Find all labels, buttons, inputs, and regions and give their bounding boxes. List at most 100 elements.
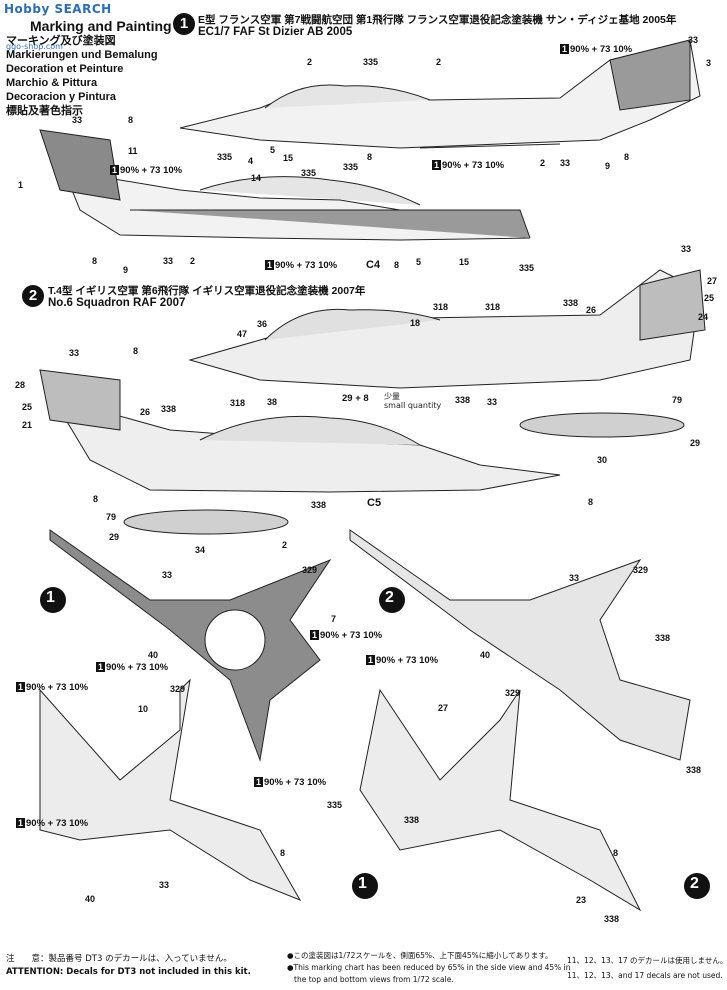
callout-39: 47 [237, 329, 248, 339]
callout-8-e: 8 [394, 260, 400, 270]
mix-callout-s2: 29 + 8 [342, 393, 369, 404]
callout-33-e: 33 [681, 244, 692, 254]
lang-fr: Decoration et Peinture [6, 63, 124, 75]
callout-33-a: 33 [688, 35, 699, 45]
callout-24-b: 26 [140, 407, 151, 417]
footer-decals-jp: 11、12、13、17 のデカールは使用しません。 [567, 956, 727, 965]
callout-329-a: 335 [363, 57, 379, 67]
section1-number-badge: 1 [173, 13, 195, 35]
page-title: Marking and Painting [30, 18, 172, 34]
callout-8-j: 8 [613, 848, 619, 858]
callout-138-c: 329 [170, 684, 186, 694]
callout-8-f: 8 [133, 346, 139, 356]
callout-10: 10 [138, 704, 149, 714]
footer-note-jp: 注 意：製品番号 DT3 のデカールは、入っていません。 [6, 954, 232, 964]
callout-33-h: 33 [162, 570, 173, 580]
callout-47-a: 40 [148, 650, 159, 660]
callout-33-b: 33 [72, 115, 83, 125]
section1-title-en: EC1/7 FAF St Dizier AB 2005 [198, 26, 353, 38]
callout-8-i: 8 [280, 848, 286, 858]
callout-79-b: 79 [106, 512, 117, 522]
callout-335-f: 338 [686, 765, 702, 775]
callout-33-f: 33 [69, 348, 80, 358]
lang-jp: マーキング及び塗装図 [6, 35, 116, 47]
callout-2-c: 2 [540, 158, 546, 168]
callout-2-a: 2 [307, 57, 313, 67]
section1-title-jp: E型 フランス空軍 第7戦闘航空団 第1飛行隊 フランス空軍退役記念塗装機 サン… [198, 14, 677, 26]
callout-22-b: 25 [22, 402, 33, 412]
callout-138-a: 329 [302, 565, 318, 575]
footer-scale-jp: ●この塗装図は1/72スケールを、側面65%、上下面45%に縮小してあります。 [287, 951, 553, 960]
callout-47-b: 40 [480, 650, 491, 660]
footer-scale-en-1: ●This marking chart has been reduced by … [287, 963, 571, 972]
lang-es: Decoracion y Pintura [6, 91, 117, 103]
callout-8-g: 8 [93, 494, 99, 504]
callout-329-d: 335 [301, 168, 317, 178]
callout-318-b: 318 [485, 302, 501, 312]
decal-tag-c5: C5 [367, 497, 382, 509]
callout-8-b: 8 [128, 115, 134, 125]
callout-32: 34 [195, 545, 206, 555]
callout-33-g: 33 [487, 397, 498, 407]
callout-2-b: 2 [436, 57, 442, 67]
callout-18: 18 [410, 318, 421, 328]
lang-zh: 標貼及著色指示 [6, 105, 83, 117]
callout-335-d: 338 [311, 500, 327, 510]
callout-329-e: 335 [519, 263, 535, 273]
section2-title-en: No.6 Squadron RAF 2007 [48, 297, 186, 309]
callout-5-b: 5 [416, 257, 422, 267]
callout-33-c: 33 [560, 158, 571, 168]
callout-2-d: 2 [190, 256, 196, 266]
footer-scale-en-2: the top and bottom views from 1/72 scale… [294, 975, 454, 984]
callout-28-b: 29 [109, 532, 120, 542]
callout-8-a: 8 [624, 152, 630, 162]
callout-47-c: 40 [85, 894, 96, 904]
callout-335-a: 338 [563, 298, 579, 308]
callout-28-a: 29 [690, 438, 701, 448]
callout-15-b: 15 [459, 257, 470, 267]
callout-20: 21 [22, 420, 33, 430]
callout-4: 4 [248, 156, 254, 166]
callout-79-a: 79 [672, 395, 683, 405]
section2-title-jp: T.4型 イギリス空軍 第6飛行隊 イギリス空軍退役記念塗装機 2007年 [48, 285, 366, 297]
mix-note-s2-jp: 少量 [384, 392, 400, 401]
topview-2-badge: 2 [385, 589, 394, 606]
callout-1: 1 [18, 180, 24, 190]
callout-5: 5 [270, 145, 276, 155]
callout-9-a: 9 [605, 161, 611, 171]
callout-338-a: 335 [327, 800, 343, 810]
callout-8-d: 8 [92, 256, 98, 266]
section2-number-badge: 2 [22, 285, 44, 307]
callout-8-c: 8 [367, 152, 373, 162]
decal-tag-c4: C4 [366, 259, 381, 271]
callout-34-a: 36 [257, 319, 268, 329]
callout-33-i: 33 [569, 573, 580, 583]
callout-318-c: 318 [230, 398, 246, 408]
topview-1-badge: 1 [46, 589, 55, 606]
callout-26: 28 [15, 380, 26, 390]
callout-14: 14 [251, 173, 262, 183]
callout-138-b: 329 [633, 565, 649, 575]
callout-335-h: 338 [604, 914, 620, 924]
callout-24-a: 26 [586, 305, 597, 315]
mix-note-s2-en: small quantity [384, 401, 442, 410]
footer-note-en: ATTENTION: Decals for DT3 not included i… [6, 967, 251, 977]
lang-de: Markierungen und Bemalung [6, 49, 158, 61]
callout-2-e: 2 [282, 540, 288, 550]
callout-15-a: 15 [283, 153, 294, 163]
callout-8-h: 8 [588, 497, 594, 507]
callout-335-c: 338 [161, 404, 177, 414]
callout-335-b: 338 [455, 395, 471, 405]
callout-21: 24 [698, 312, 709, 322]
callout-33-d: 33 [163, 256, 174, 266]
callout-27: 27 [438, 703, 449, 713]
